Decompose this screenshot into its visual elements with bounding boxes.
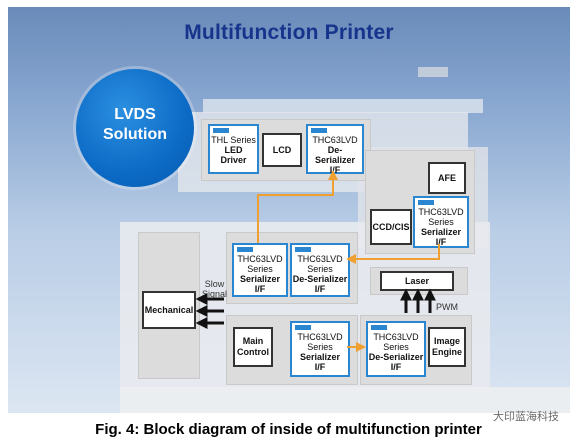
- chip-line: De-Serializer: [368, 352, 424, 362]
- pwm-label: PWM: [436, 302, 458, 312]
- chip-line: I/F: [314, 284, 326, 294]
- chip-line: THC63LVD: [237, 254, 283, 264]
- chip-line: LED: [224, 145, 243, 155]
- lvds-link-to-lcd: [257, 170, 338, 243]
- chip-line: Series: [307, 342, 333, 352]
- thine-logo-icon: [295, 325, 311, 330]
- watermark: 大印蓝海科技: [493, 411, 559, 423]
- chip-line: THC63LVD: [297, 254, 343, 264]
- slow-signal-line: Signal: [202, 289, 228, 299]
- chip-line: De-Serializer: [292, 274, 348, 284]
- main-control-line: Main: [242, 336, 264, 346]
- ccd-cis-box: CCD/CIS: [370, 209, 412, 245]
- lvds-link-from-scanner: [346, 244, 440, 264]
- thine-logo-icon: [418, 200, 434, 205]
- chip-thl-led-driver: THL Series LED Driver: [208, 124, 259, 174]
- chip-engine-deserializer: THC63LVD Series De-Serializer I/F: [366, 321, 426, 377]
- thine-logo-icon: [371, 325, 387, 330]
- image-engine-box: Image Engine: [428, 327, 466, 367]
- chip-line: Series: [428, 217, 454, 227]
- chip-line: I/F: [314, 362, 326, 372]
- connector-layer: [195, 170, 440, 352]
- chip-line: I/F: [435, 237, 447, 247]
- badge-line-2: Solution: [103, 126, 167, 143]
- chip-line: THC63LVD: [297, 332, 343, 342]
- chip-line: Serializer: [239, 274, 281, 284]
- chip-line: THC63LVD: [373, 332, 419, 342]
- diagram-title: Multifunction Printer: [184, 21, 394, 44]
- slow-signal-label: Slow Signal: [202, 279, 227, 299]
- lcd-box: LCD: [262, 133, 302, 167]
- image-engine-line: Image: [433, 336, 460, 346]
- chip-center-serializer: THC63LVD Series Serializer I/F: [232, 243, 288, 297]
- diagram-scene: Multifunction Printer LVDS Solution THL …: [8, 7, 570, 413]
- image-engine-line: Engine: [431, 347, 462, 357]
- printer-lower-body: [120, 387, 570, 413]
- chip-line: Serializer: [299, 352, 341, 362]
- main-control-line: Control: [237, 347, 269, 357]
- thine-logo-icon: [237, 247, 253, 252]
- chip-line: I/F: [390, 362, 402, 372]
- chip-line: THC63LVD: [312, 135, 358, 145]
- chip-line: Serializer: [420, 227, 462, 237]
- chip-line: Series: [247, 264, 273, 274]
- mechanical-box: Mechanical: [142, 291, 196, 329]
- chip-line: I/F: [254, 284, 266, 294]
- chip-line: Series: [307, 264, 333, 274]
- lvds-solution-badge: LVDS Solution: [76, 69, 194, 187]
- thine-logo-icon: [213, 128, 229, 133]
- chip-line: Driver: [220, 155, 247, 165]
- slow-signal-line: Slow: [204, 279, 225, 289]
- chip-center-deserializer: THC63LVD Series De-Serializer I/F: [290, 243, 350, 297]
- printer-top-panel: [203, 99, 483, 113]
- figure-caption: Fig. 4: Block diagram of inside of multi…: [95, 421, 482, 438]
- chip-main-serializer: THC63LVD Series Serializer I/F: [290, 321, 350, 377]
- badge-line-1: LVDS: [114, 106, 156, 123]
- main-control-box: Main Control: [233, 327, 273, 367]
- afe-box: AFE: [428, 162, 466, 194]
- printer-right-tray: [418, 67, 448, 77]
- chip-line: Series: [383, 342, 409, 352]
- thine-logo-icon: [311, 128, 327, 133]
- chip-line: THL Series: [211, 135, 256, 145]
- chip-lcd-deserializer: THC63LVD De-Serializer I/F: [306, 124, 364, 175]
- chip-afe-serializer: THC63LVD Series Serializer I/F: [413, 196, 469, 248]
- thine-logo-icon: [295, 247, 311, 252]
- chip-line: De-Serializer: [314, 145, 356, 165]
- chip-line: THC63LVD: [418, 207, 464, 217]
